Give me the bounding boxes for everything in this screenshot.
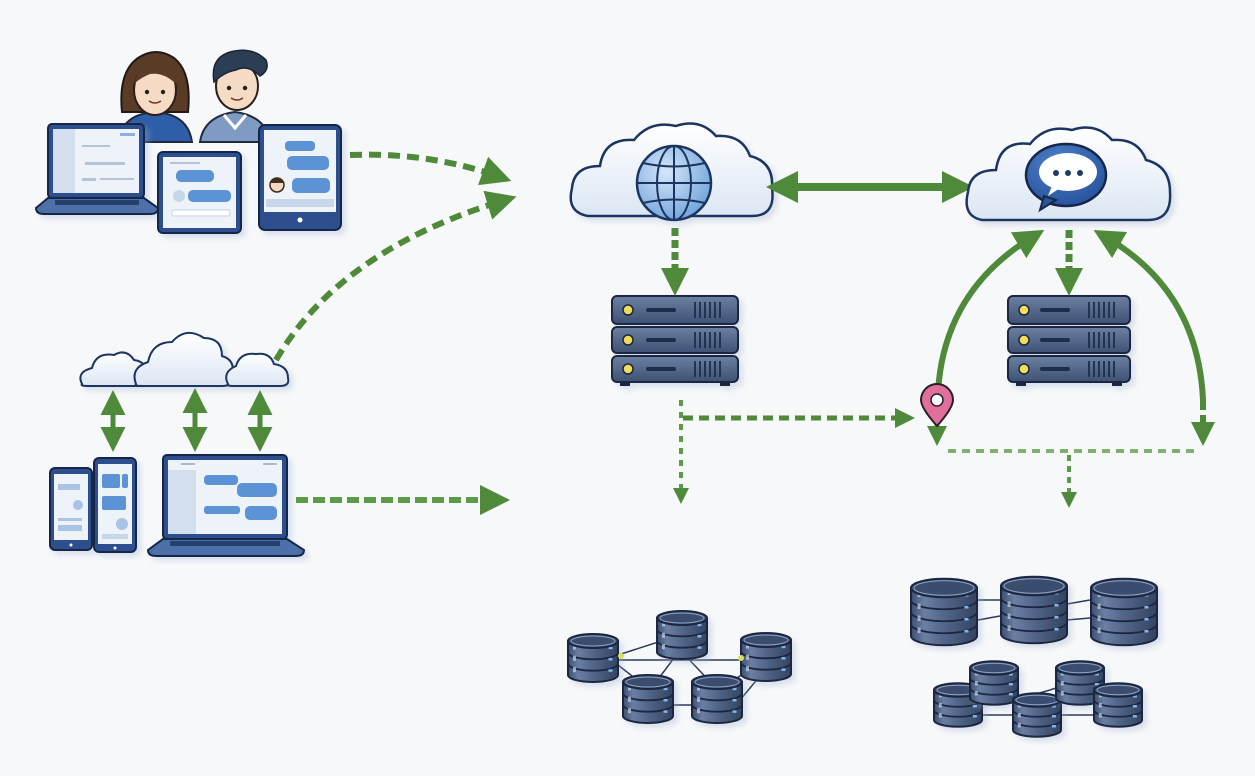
chat-tablet-device[interactable] [258,124,342,231]
tablet-device[interactable] [157,151,242,234]
location-pin-icon[interactable] [919,383,955,428]
left-flow-arrows [273,151,517,515]
db-link-node [738,655,744,661]
server-unit [1007,326,1131,354]
edge-cloud-right[interactable] [225,352,290,387]
users-group [116,49,272,143]
db-link-node [618,653,624,659]
db-link [977,615,1001,621]
server-unit [1007,295,1131,325]
edge-cloud-center[interactable] [133,331,234,387]
database-icon[interactable] [656,610,708,660]
database-icon[interactable] [622,674,674,724]
user-devices [34,123,342,234]
messaging-server[interactable] [1007,295,1131,386]
db-cluster-left [567,610,792,724]
arrow-devices-to-internet [349,151,512,186]
messaging-cloud[interactable] [965,126,1172,222]
server-unit [611,355,739,386]
user-avatar-woman [116,51,194,143]
database-icon[interactable] [1090,577,1158,647]
database-icon[interactable] [1093,682,1143,728]
database-icon[interactable] [969,660,1019,706]
database-icon[interactable] [1000,575,1068,645]
user-avatar-man [198,49,272,143]
laptop-device[interactable] [34,123,160,215]
db-link [1066,617,1091,621]
mobile-devices [49,454,306,557]
server-unit [1007,355,1131,386]
arrow-messaging-to-right [1093,230,1206,401]
db-cluster-right-bottom [933,660,1143,738]
database-icon[interactable] [691,674,743,724]
edge-cloud-left[interactable] [79,351,149,387]
edge-sync-arrows [100,388,273,452]
server-unit [611,326,739,354]
db-cluster-right-top [910,575,1158,647]
database-icon[interactable] [567,633,619,683]
edge-clouds [79,331,290,387]
database-icon[interactable] [740,632,792,682]
laptop-device-2[interactable] [146,454,306,557]
phone-device-1[interactable] [49,467,93,551]
arrow-pin-to-messaging [935,229,1045,393]
database-icon[interactable] [910,577,978,647]
internet-cloud[interactable] [569,122,774,222]
web-server[interactable] [611,295,739,386]
database-icon[interactable] [1012,692,1062,738]
server-unit [611,295,739,325]
chat-bubble-icon [1024,142,1108,213]
db-link [1066,599,1091,605]
globe-icon [635,144,713,222]
phone-device-2[interactable] [93,457,137,553]
